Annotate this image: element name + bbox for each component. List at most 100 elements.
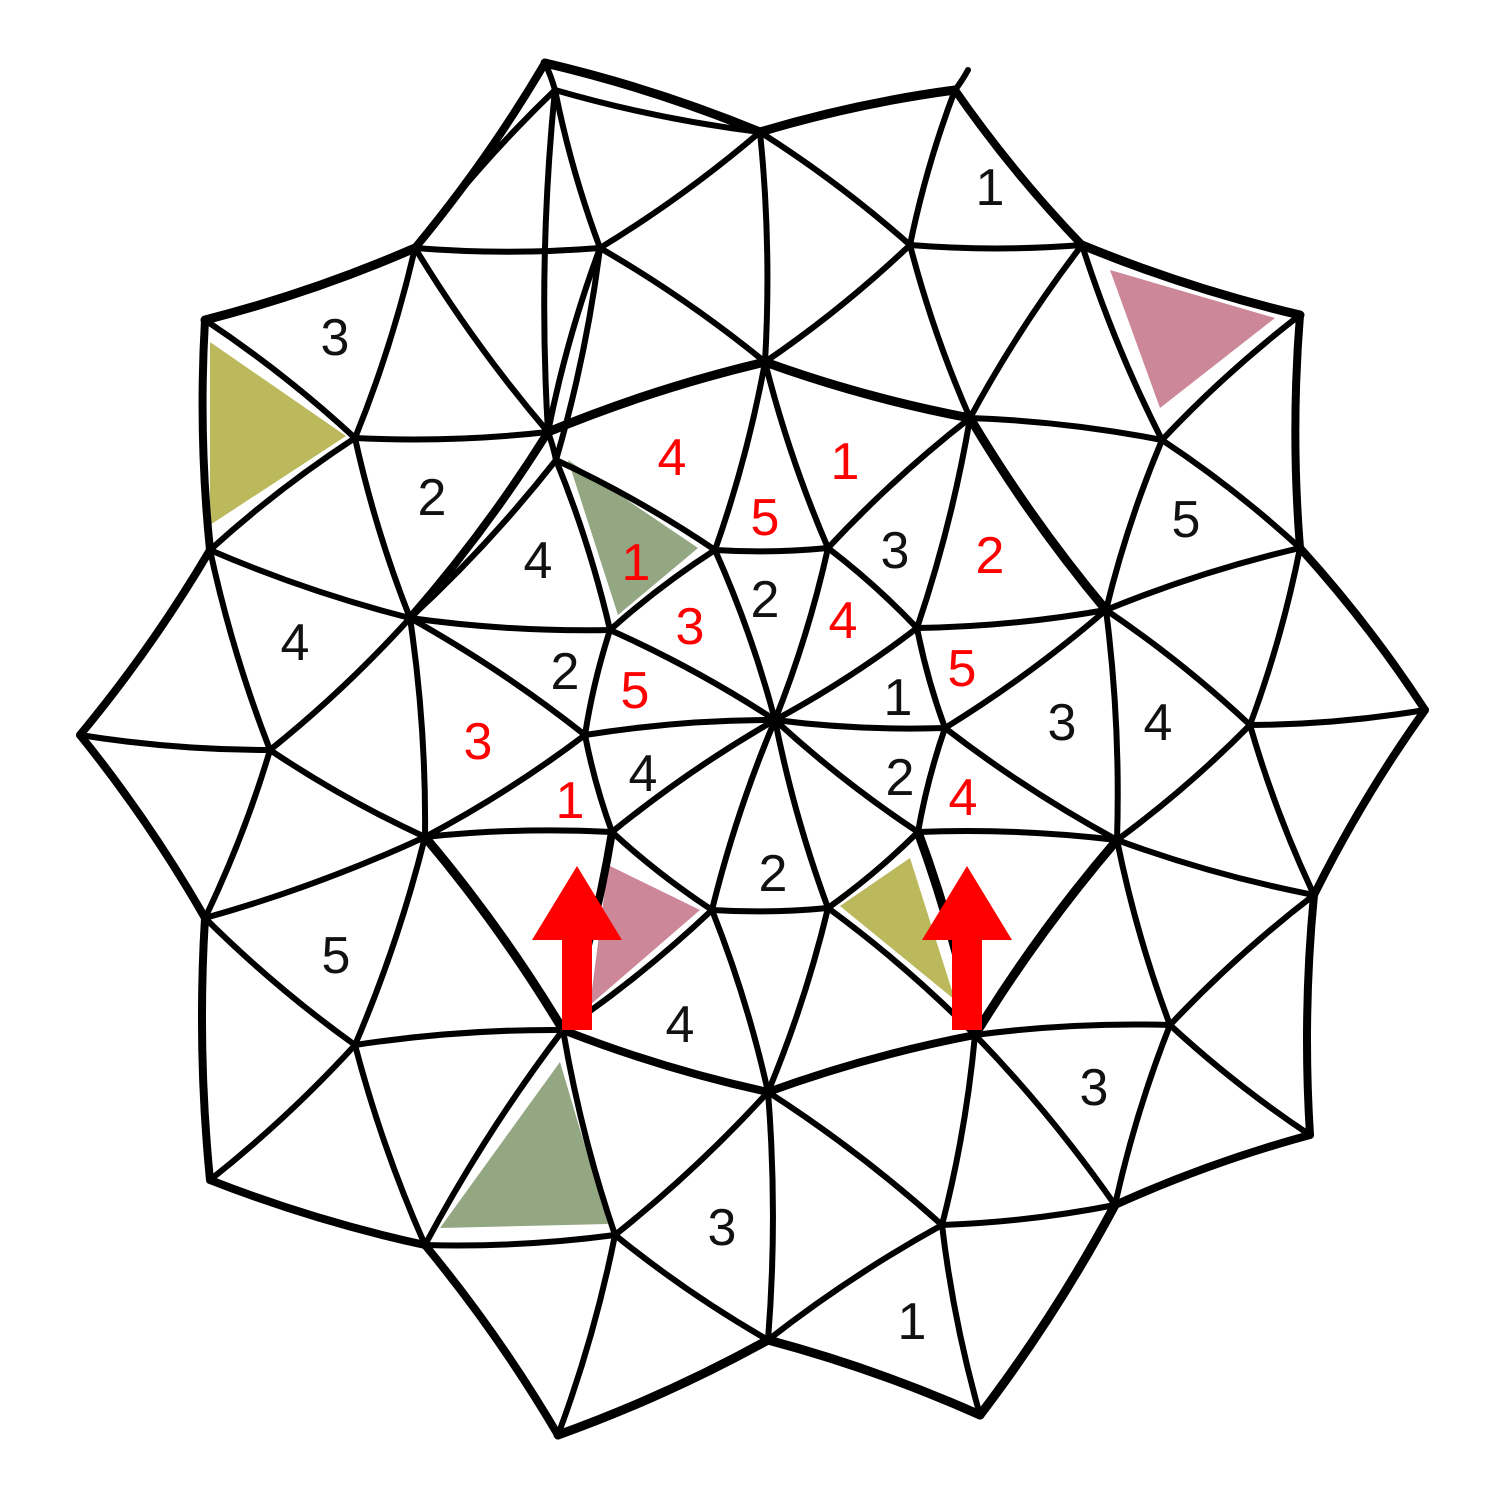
grid-line [553,457,718,553]
clue-number: 3 [708,1199,737,1257]
shaded-cell-sage-bottom [440,1062,608,1228]
clue-number: 4 [1144,694,1173,752]
grid-line [609,829,715,913]
clue-number: 2 [418,469,447,527]
grid-line [542,60,558,93]
grid-line [915,828,1120,843]
grid-line [709,717,778,913]
grid-line [420,832,568,1035]
grid-line [407,457,559,621]
grid-line [757,129,913,248]
grid-line [412,245,551,435]
grid-line [207,435,358,553]
shaded-cell-sage-upper [568,460,698,615]
grid-line [712,545,831,555]
grid-lines [76,58,1429,1440]
grid-line [540,58,765,137]
grid-line [553,245,603,463]
grid-line [421,1241,562,1439]
grid-line [612,1089,771,1238]
grid-line [712,547,778,723]
grid-line [352,1042,428,1248]
grid-line [1114,722,1253,843]
grid-line [1103,437,1165,613]
clue-number: 3 [676,598,705,656]
grid-line [772,545,831,723]
grid-line [765,905,831,1095]
grid-line [553,457,613,633]
grid-line [764,1031,979,1096]
arrow-shaft [952,938,982,1030]
arrow-right [922,866,1012,1030]
grid-line [1167,1022,1313,1138]
grid-line [597,245,768,365]
grid-line [1247,545,1303,728]
grid-line [267,615,413,753]
grid-line [765,1089,945,1228]
grid-line [1079,242,1165,443]
grid-line [207,547,273,753]
grid-line [975,1200,1120,1420]
grid-line [765,1222,945,1343]
grid-line [1159,312,1303,443]
grid-line [772,625,920,723]
grid-line [1103,607,1253,728]
clue-number: 1 [831,433,860,491]
grid-line [200,243,420,325]
clue-number: 3 [321,309,350,367]
grid-line [914,625,948,731]
grid-line [202,747,273,921]
grid-line [197,914,214,1184]
grid-line [1296,544,1429,714]
grid-line [582,627,613,738]
grid-line [1247,707,1428,728]
grid-line [757,129,771,365]
grid-line [1103,607,1121,843]
grid-line [825,545,920,631]
grid-line [1103,545,1303,613]
grid-line [1303,891,1318,1139]
grid-line [207,547,413,621]
grid-line [1247,722,1317,898]
grid-line [762,242,913,365]
grid-line [763,1335,985,1420]
grid-line [202,834,428,921]
clue-number: 1 [622,534,651,592]
clue-number: 4 [629,745,658,803]
grid-line [407,615,613,634]
grid-line [552,87,763,135]
grid-line [939,1032,978,1228]
clue-number: 5 [322,927,351,985]
grid-line [352,245,418,441]
grid-line [412,245,603,255]
grid-line [597,129,763,251]
grid-line [772,717,948,732]
grid-line [406,428,552,622]
clue-number: 1 [898,1293,927,1351]
grid-line [709,905,831,915]
grid-line [1077,240,1305,320]
clue-number: 4 [666,996,695,1054]
grid-line [543,357,770,437]
grid-line [914,607,1109,631]
grid-line [967,415,1165,443]
grid-line [755,85,960,137]
clue-number: 1 [884,669,913,727]
grid-line [952,67,971,93]
clue-number: 2 [976,527,1005,585]
clue-number: 1 [556,772,585,830]
grid-line [1114,837,1173,1028]
grid-line [77,732,273,754]
grid-line [907,87,958,248]
grid-line [1291,311,1304,552]
grid-line [709,907,771,1095]
grid-line [607,547,718,633]
arrow-head [922,866,1012,940]
grid-line [972,1032,1118,1208]
grid-line [942,607,1109,731]
grid-line [825,415,973,551]
grid-line [1112,1022,1173,1208]
grid-line [772,717,831,911]
